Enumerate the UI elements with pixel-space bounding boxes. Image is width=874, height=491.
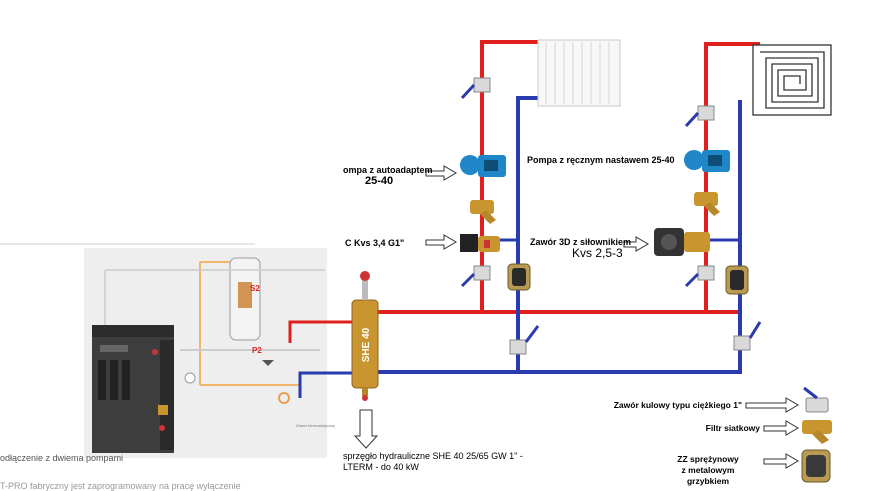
legend-strainer-label: Filtr siatkowy (705, 423, 760, 433)
right-circuit-supply (704, 42, 760, 312)
separator-label: SHE 40 (361, 327, 372, 362)
left-check-valve-icon (507, 263, 531, 291)
right-ball-valve-bottom (684, 265, 715, 288)
valve-right-kvs: Kvs 2,5-3 (572, 246, 623, 260)
pump-right-label: Pompa z ręcznym nastawem 25-40 (527, 155, 675, 165)
right-pump-icon (684, 150, 730, 172)
left-strainer-icon (470, 200, 496, 224)
boiler-caption: odłączenie z dwiema pompami (0, 453, 124, 463)
right-ball-valve-top (684, 105, 715, 128)
check-valve-icon (801, 449, 831, 483)
right-3d-valve-icon (654, 228, 710, 256)
boiler-small-label: Zawór termostatyczny (296, 423, 335, 428)
right-check-valve-icon (725, 265, 749, 295)
left-circuit-return (516, 96, 540, 372)
radiator-icon (537, 39, 621, 107)
legend-ball-valve-label: Zawór kulowy typu ciężkiego 1" (613, 400, 742, 410)
bottom-caption: T-PRO fabryczny jest zaprogramowany na p… (0, 481, 241, 491)
left-pump-icon (460, 155, 506, 177)
callout-arrows (353, 165, 799, 469)
pump-p2-label: P2 (252, 346, 262, 355)
ball-valve-icon (803, 386, 829, 413)
boiler-return-pipe (298, 371, 352, 398)
legend-check-valve-label: ZZ sprężynowy z metalowym grzybkiem (677, 454, 739, 486)
floor-heating-icon (752, 44, 832, 116)
strainer-icon (802, 420, 832, 444)
separator-desc-line2: LTERM - do 40 kW (343, 462, 419, 472)
main-return-pipe (378, 330, 742, 374)
left-ball-valve-bottom (460, 265, 491, 288)
valve-right-label: Zawór 3D z siłownikiem (530, 237, 632, 247)
pump-left-label: ompa z autoadaptem (343, 165, 433, 175)
pump-left-model: 25-40 (365, 175, 394, 187)
left-mixing-valve-icon (460, 234, 500, 252)
left-circuit-supply (480, 40, 540, 312)
left-return-valve (509, 325, 540, 355)
separator-desc-line1: sprzęgło hydrauliczne SHE 40 25/65 GW 1"… (343, 451, 523, 461)
right-return-valve (733, 321, 762, 351)
boiler-inset (0, 243, 327, 458)
left-ball-valve-top (460, 77, 491, 100)
valve-left-label: C Kvs 3,4 G1" (345, 238, 405, 248)
sensor-s2-label: S2 (250, 284, 260, 293)
hydraulic-separator (351, 271, 379, 401)
boiler-supply-pipe (288, 320, 352, 343)
right-strainer-icon (694, 192, 720, 216)
